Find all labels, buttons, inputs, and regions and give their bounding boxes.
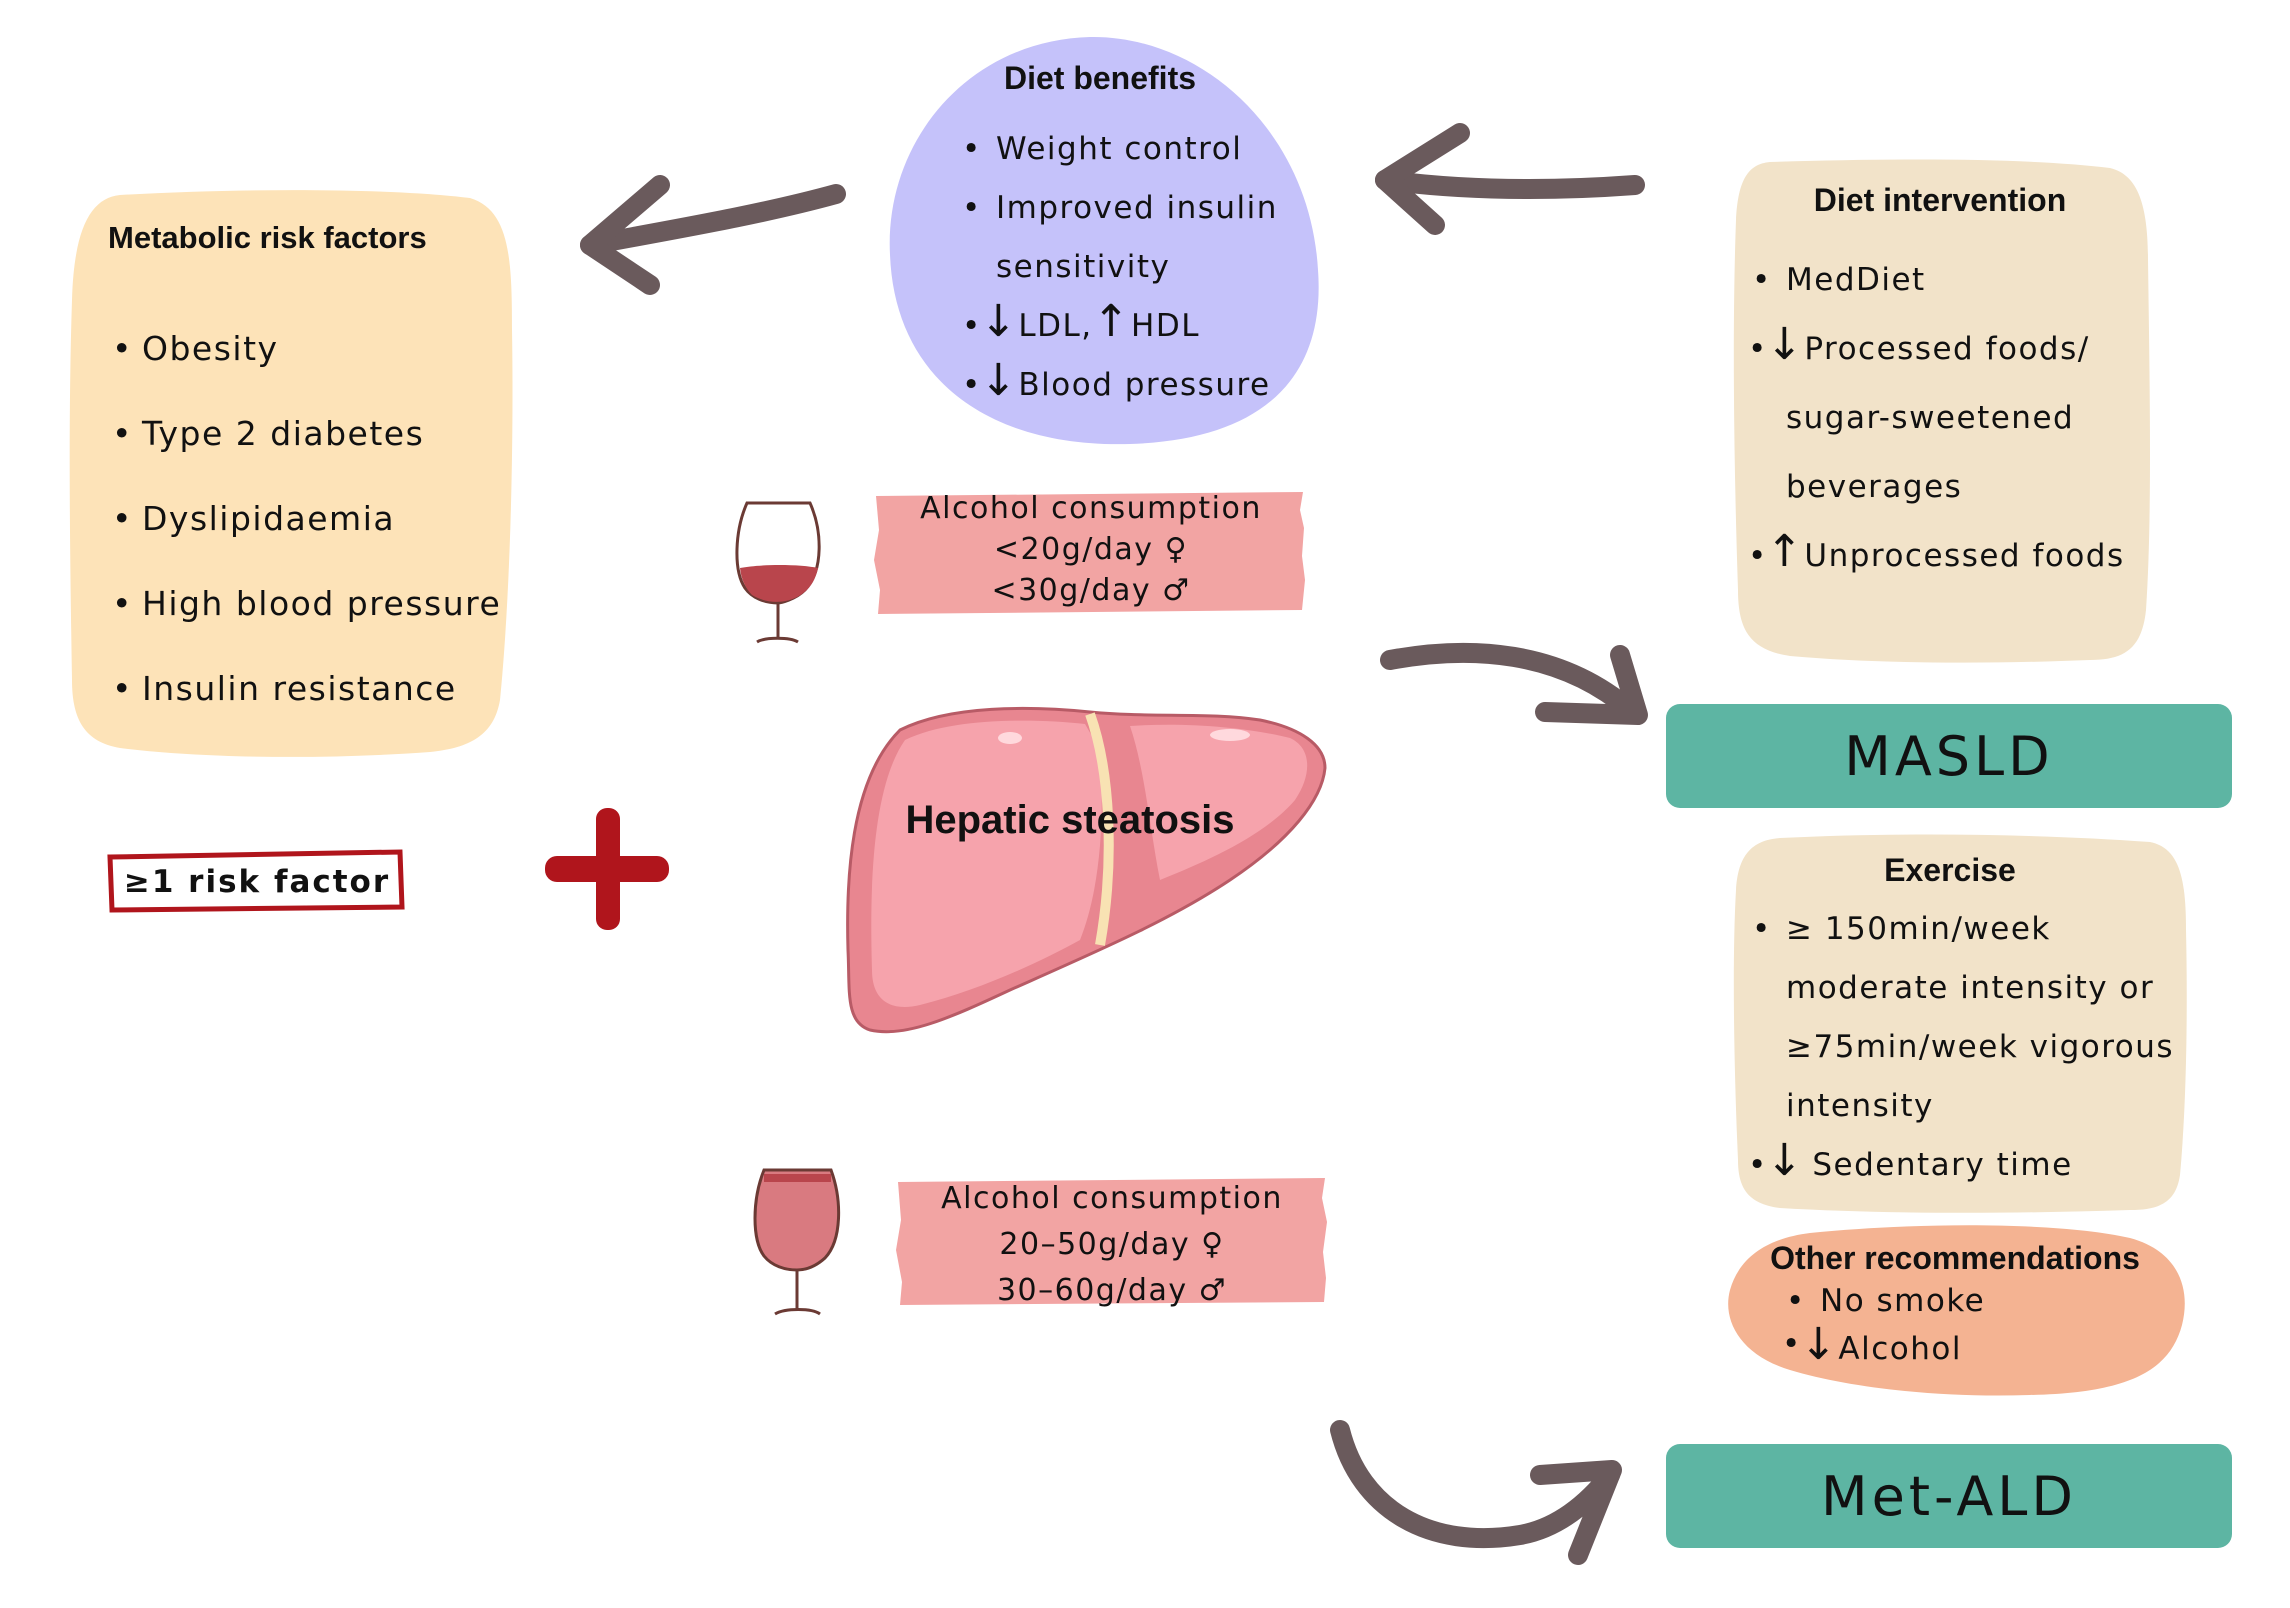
list-item: Dyslipidaemia <box>108 476 501 561</box>
liver-illustration <box>846 706 1327 1034</box>
metald-label: Met-ALD <box>1821 1464 2077 1528</box>
diet-benefit-item-cont: sensitivity <box>996 249 1171 285</box>
diet-benefit-item: Weight control <box>996 131 1243 167</box>
arrow-to-metald <box>1330 1420 1620 1549</box>
diet-intervention-item-cont: beverages <box>1786 469 1963 505</box>
exercise-list: •≥ 150min/week moderate intensity or ≥75… <box>1748 911 2175 1186</box>
other-recommendations-blob <box>1728 1225 2185 1396</box>
list-item: Insulin resistance <box>108 646 501 731</box>
masld-label: MASLD <box>1844 724 2054 788</box>
risk-factor-border <box>107 849 405 913</box>
other-item: Alcohol <box>1838 1331 1962 1367</box>
arrow-to-metabolic-head <box>580 175 670 295</box>
diet-benefits-blob <box>889 36 1319 445</box>
arrow-down-icon: ↓ <box>1766 1135 1805 1186</box>
alcohol-high-female: 20–50g/day ♀ <box>999 1227 1225 1262</box>
exercise-title: Exercise <box>1884 852 2016 888</box>
list-item: Type 2 diabetes <box>108 391 501 476</box>
alcohol-high-title: Alcohol consumption <box>941 1181 1283 1216</box>
arrow-down-icon: ↓ <box>980 296 1019 347</box>
diet-benefit-item: HDL <box>1131 308 1200 344</box>
wine-glass-low-icon <box>735 501 821 644</box>
diet-intervention-item-cont: sugar-sweetened <box>1786 400 2075 436</box>
exercise-item-cont: moderate intensity or <box>1786 970 2155 1006</box>
diet-benefits-title: Diet benefits <box>1003 60 1197 96</box>
arrow-to-metald-head <box>1530 1460 1622 1565</box>
diet-benefit-item: Improved insulin <box>996 190 1278 226</box>
diet-intervention-item: MedDiet <box>1786 262 1926 298</box>
diet-benefits-list: •Weight control •Improved insulin sensit… <box>962 131 1278 406</box>
arrow-to-diet-benefits-head <box>1375 123 1470 235</box>
exercise-item: ≥ 150min/week <box>1786 911 2051 947</box>
exercise-item: Sedentary time <box>1812 1147 2073 1183</box>
arrow-to-masld-head <box>1535 645 1648 725</box>
arrow-up-icon: ↑ <box>1092 296 1132 347</box>
alcohol-high-box: Alcohol consumption 20–50g/day ♀ 30–60g/… <box>900 1176 1324 1314</box>
arrow-down-icon: ↓ <box>980 355 1019 406</box>
diet-benefit-item: LDL, <box>1018 308 1093 344</box>
diet-intervention-title: Diet intervention <box>1813 182 2067 218</box>
other-title: Other recommendations <box>1770 1240 2140 1276</box>
alcohol-high-male: 30–60g/day ♂ <box>996 1273 1228 1308</box>
alcohol-low-box: Alcohol consumption <20g/day ♀ <30g/day … <box>880 488 1302 611</box>
alcohol-low-box-shape <box>874 492 1305 614</box>
diet-benefit-item: Blood pressure <box>1018 367 1271 403</box>
arrow-down-icon: ↓ <box>1766 319 1805 370</box>
other-list: •No smoke •↓Alcohol <box>1782 1283 1986 1370</box>
metabolic-list: Obesity Type 2 diabetes Dyslipidaemia Hi… <box>108 306 501 731</box>
list-item: High blood pressure <box>108 561 501 646</box>
other-item: No smoke <box>1820 1283 1986 1319</box>
diet-intervention-list: •MedDiet •↓Processed foods/ sugar-sweete… <box>1748 262 2125 577</box>
exercise-box-shape <box>1733 834 2187 1213</box>
exercise-item-cont: intensity <box>1786 1088 1934 1124</box>
diet-intervention-item: Unprocessed foods <box>1804 538 2125 574</box>
alcohol-low-female: <20g/day ♀ <box>993 532 1189 567</box>
arrows <box>580 123 1648 1565</box>
metald-box: Met-ALD <box>1666 1444 2232 1548</box>
arrow-to-diet-benefits <box>1375 170 1645 200</box>
arrow-to-metabolic <box>580 184 846 255</box>
metabolic-title: Metabolic risk factors <box>108 220 427 255</box>
alcohol-high-box-shape <box>896 1178 1327 1305</box>
arrow-down-icon: ↓ <box>1800 1319 1839 1370</box>
masld-box: MASLD <box>1666 704 2232 808</box>
wine-glass-high-icon <box>753 1168 841 1316</box>
alcohol-low-title: Alcohol consumption <box>920 491 1262 526</box>
plus-sign <box>545 808 669 930</box>
liver-label: Hepatic steatosis <box>905 798 1235 842</box>
arrow-to-masld <box>1380 642 1640 720</box>
list-item: Obesity <box>108 306 501 391</box>
arrow-up-icon: ↑ <box>1766 526 1805 577</box>
exercise-item-cont: ≥75min/week vigorous <box>1786 1029 2175 1065</box>
diet-intervention-box-shape <box>1733 159 2150 663</box>
risk-factor-label: ≥1 risk factor <box>123 864 391 900</box>
alcohol-low-male: <30g/day ♂ <box>991 573 1191 608</box>
diet-intervention-item: Processed foods/ <box>1804 331 2090 367</box>
